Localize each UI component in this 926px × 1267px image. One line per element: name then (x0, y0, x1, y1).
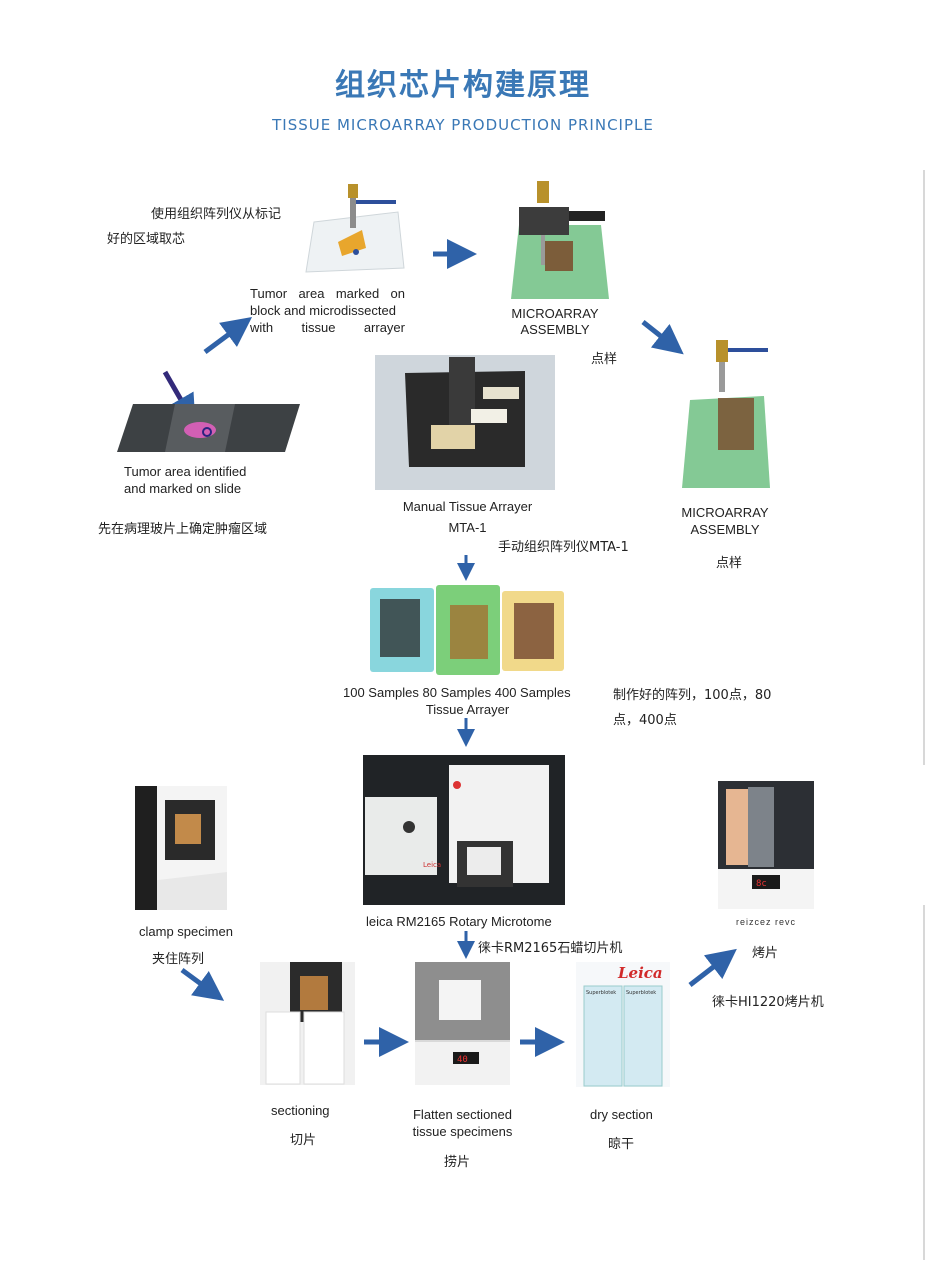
arrays-label-1: 100 Samples 80 Samples 400 Samples (343, 685, 571, 700)
sectioning-label-cn: 切片 (290, 1133, 317, 1148)
flatten-image: 40 (415, 962, 510, 1085)
flatten-label-1: Flatten sectioned (412, 1107, 512, 1122)
assembly-right-label-1: MICROARRAY (681, 505, 769, 520)
slide-1-label: Superblotek (586, 990, 616, 996)
sectioning-image (260, 962, 355, 1085)
arrays-label-cn-1: 制作好的阵列，100点，80 (613, 688, 772, 703)
assembly-right-label-cn: 点样 (716, 556, 743, 571)
identify-label-cn: 先在病理玻片上确定肿瘤区域 (98, 522, 268, 537)
identify-label-2: and marked on slide (124, 481, 242, 496)
identify-label-1: Tumor area identified (124, 464, 247, 479)
bake-label-cn-2: 徕卡HI1220烤片机 (712, 995, 824, 1010)
microtome-label: leica RM2165 Rotary Microtome (366, 914, 552, 929)
microtome-display: Leica (423, 861, 441, 869)
block-image (300, 182, 410, 274)
edge-divider (923, 170, 925, 765)
arrow-to-sectioning (180, 967, 225, 1001)
leica-brand: Leica (617, 964, 663, 982)
arrays-label-cn-2: 点，400点 (613, 713, 677, 728)
arrayer-label-2: MTA-1 (448, 520, 487, 535)
page-subtitle: TISSUE MICROARRAY PRODUCTION PRINCIPLE (272, 116, 654, 134)
microtome-image: Leica (363, 755, 565, 905)
clamp-label: clamp specimen (139, 924, 233, 939)
flatten-label-cn: 捞片 (444, 1155, 471, 1170)
edge-divider (923, 905, 925, 1260)
arrayer-label-1: Manual Tissue Arrayer (402, 499, 533, 514)
flatten-display: 40 (457, 1055, 468, 1065)
arrow-to-bake (688, 948, 737, 987)
assembly-top-label-2: ASSEMBLY (520, 322, 590, 337)
bake-display: 8c (756, 879, 767, 889)
arrayer-label-cn: 手动组织阵列仪MTA-1 (498, 540, 629, 555)
arrayer-image (375, 355, 555, 490)
clamp-image (135, 786, 227, 910)
core-label-3: with tissue arrayer (250, 320, 405, 335)
slide-2-label: Superblotek (626, 990, 656, 996)
bake-label-cn: 烤片 (752, 946, 779, 961)
assembly-top-label-1: MICROARRAY (511, 306, 599, 321)
core-label-cn-2: 好的区域取芯 (107, 232, 186, 247)
assembly-right-label-2: ASSEMBLY (690, 522, 760, 537)
arrays-label-2: Tissue Arrayer (425, 702, 510, 717)
dry-label-cn: 晾干 (608, 1137, 635, 1152)
clamp-label-cn: 夹住阵列 (152, 952, 205, 967)
microtome-label-cn: 徕卡RM2165石蜡切片机 (478, 941, 623, 956)
bake-caption: reizcez revc (736, 917, 797, 927)
dry-label: dry section (590, 1107, 653, 1122)
slide-image (115, 402, 300, 454)
core-label-cn-1: 使用组织阵列仪从标记 (151, 207, 282, 222)
assembly-top-label-cn: 点样 (591, 352, 618, 367)
assembly-image (505, 175, 615, 300)
arrow-to-assembly-right (641, 320, 684, 355)
bake-image: 8c (718, 781, 814, 909)
page-title: 组织芯片构建原理 (335, 68, 591, 103)
sectioning-label: sectioning (271, 1103, 330, 1118)
arrays-image (370, 585, 565, 675)
assembly-right-image (678, 338, 778, 490)
core-label-1: Tumor area marked on (250, 286, 405, 301)
dry-image: Leica Superblotek Superblotek (576, 962, 670, 1087)
arrow-to-core (203, 317, 253, 355)
flatten-label-2: tissue specimens (412, 1124, 513, 1139)
core-label-2: block and microdissected (250, 303, 396, 318)
